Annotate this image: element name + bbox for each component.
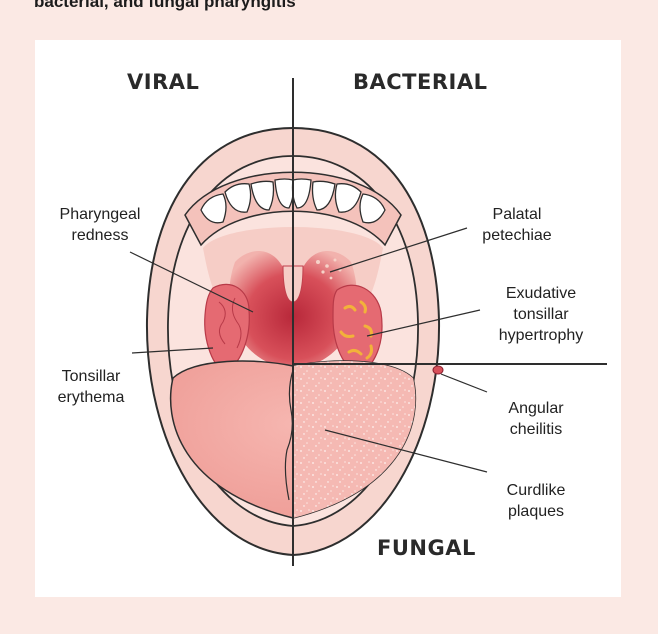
- heading-viral: VIRAL: [127, 70, 200, 94]
- curdlike-plaques-area: [293, 361, 416, 518]
- heading-fungal: FUNGAL: [377, 536, 476, 560]
- label-line: erythema: [57, 389, 125, 406]
- label-tonsillar-erythema: Tonsillar erythema: [41, 366, 141, 408]
- label-line: Angular: [508, 400, 564, 417]
- label-line: Tonsillar: [61, 368, 121, 385]
- label-line: tonsillar: [513, 306, 569, 323]
- label-line: Exudative: [505, 285, 577, 302]
- label-line: redness: [71, 227, 129, 244]
- label-line: petechiae: [482, 227, 552, 244]
- figure-caption: bacterial, and fungal pharyngitis: [34, 0, 296, 11]
- angular-cheilitis-lesion: [432, 365, 444, 375]
- tonsil-exudate: [339, 300, 373, 360]
- label-palatal-petechiae: Palatal petechiae: [467, 204, 567, 246]
- leader-palatal-petechiae: [329, 227, 468, 273]
- label-line: cheilitis: [509, 421, 563, 438]
- label-exudative-tonsillar-hypertrophy: Exudative tonsillar hypertrophy: [483, 283, 599, 346]
- heading-bacterial: BACTERIAL: [353, 70, 488, 94]
- leader-exudative-tonsillar: [366, 309, 481, 337]
- upper-teeth: [200, 178, 386, 224]
- leader-angular-cheilitis: [440, 373, 488, 393]
- label-line: plaques: [507, 503, 565, 520]
- label-angular-cheilitis: Angular cheilitis: [487, 398, 585, 440]
- leader-tonsillar-erythema: [131, 347, 214, 354]
- label-line: hypertrophy: [498, 327, 584, 344]
- label-curdlike-plaques: Curdlike plaques: [487, 480, 585, 522]
- label-line: Curdlike: [506, 482, 566, 499]
- mouth-illustration: [129, 78, 607, 566]
- diagram-panel: VIRAL BACTERIAL FUNGAL Pharyngeal rednes…: [35, 40, 621, 597]
- label-line: Pharyngeal: [59, 206, 141, 223]
- leader-pharyngeal-redness: [129, 251, 254, 313]
- leader-curdlike-plaques: [324, 429, 488, 473]
- label-line: Palatal: [492, 206, 542, 223]
- label-pharyngeal-redness: Pharyngeal redness: [45, 204, 155, 246]
